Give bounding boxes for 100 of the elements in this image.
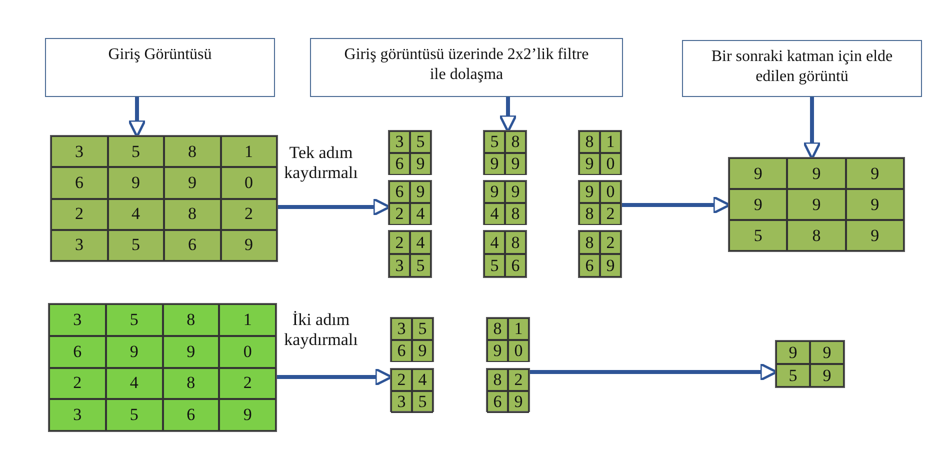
matrix-value: 9 (508, 391, 529, 413)
matrix-value: 1 (220, 136, 277, 168)
matrix-value: 3 (51, 230, 108, 261)
matrix-value: 0 (508, 340, 529, 362)
matrix-value: 8 (487, 318, 508, 340)
pixel-grid (728, 157, 905, 252)
matrix-value: 3 (391, 318, 412, 340)
matrix-value: 9 (787, 189, 846, 220)
matrix-value: 9 (484, 153, 505, 175)
matrix-value: 4 (106, 368, 162, 400)
caption-box: Bir sonraki katman için elde edilen görüntü (682, 40, 922, 97)
matrix-value: 5 (106, 304, 162, 336)
matrix-value: 8 (579, 131, 600, 153)
matrix-value: 0 (600, 181, 621, 203)
matrix-value: 8 (505, 131, 526, 153)
pixel-grid (578, 180, 622, 225)
matrix-value: 9 (846, 220, 904, 251)
matrix-value: 9 (484, 181, 505, 203)
matrix-value: 2 (600, 231, 621, 254)
matrix-value: 9 (410, 153, 431, 175)
matrix-value: 5 (729, 220, 788, 251)
pixel-grid (390, 317, 434, 362)
matrix-value: 8 (579, 231, 600, 254)
matrix-value: 3 (49, 399, 106, 431)
matrix-value: 0 (219, 336, 276, 368)
matrix-value: 6 (49, 336, 106, 368)
matrix-value: 1 (219, 304, 276, 336)
pixel-grid (486, 368, 530, 412)
matrix-value: 8 (162, 368, 220, 400)
matrix-value: 8 (505, 203, 526, 225)
matrix-value: 9 (412, 340, 433, 362)
matrix-value: 9 (106, 336, 162, 368)
pixel-grid (388, 230, 432, 278)
matrix-value: 9 (487, 340, 508, 362)
caption-box: Giriş Görüntüsü (45, 38, 275, 97)
matrix-value: 9 (219, 399, 276, 431)
matrix-value: 6 (389, 153, 410, 175)
matrix-value: 4 (484, 203, 505, 225)
matrix-value: 9 (846, 158, 904, 189)
matrix-value: 9 (846, 189, 904, 220)
matrix-value: 2 (600, 203, 621, 225)
pixel-grid (578, 230, 622, 278)
matrix-value: 8 (164, 136, 220, 168)
matrix-value: 4 (484, 231, 505, 254)
matrix-value: 2 (49, 368, 106, 400)
pixel-grid (48, 303, 277, 432)
matrix-value: 6 (505, 254, 526, 277)
matrix-value: 0 (600, 153, 621, 175)
matrix-value: 2 (51, 198, 108, 230)
matrix-value: 8 (164, 198, 220, 230)
matrix-value: 1 (600, 131, 621, 153)
matrix-value: 3 (49, 304, 106, 336)
matrix-value: 9 (810, 341, 844, 364)
matrix-value: 4 (108, 198, 164, 230)
matrix-value: 9 (729, 189, 788, 220)
matrix-value: 5 (410, 254, 431, 277)
matrix-value: 2 (508, 369, 529, 391)
matrix-value: 8 (162, 304, 220, 336)
arrow (128, 97, 146, 138)
matrix-value: 9 (579, 181, 600, 203)
pixel-grid (390, 368, 434, 412)
matrix-value: 8 (487, 369, 508, 391)
matrix-value: 2 (389, 203, 410, 225)
matrix-value: 5 (410, 131, 431, 153)
pixel-grid (388, 180, 432, 225)
pixel-grid (578, 130, 622, 175)
matrix-value: 9 (164, 167, 220, 198)
matrix-value: 4 (410, 231, 431, 254)
matrix-value: 3 (389, 131, 410, 153)
pixel-grid (483, 180, 527, 225)
matrix-value: 2 (389, 231, 410, 254)
matrix-value: 9 (776, 341, 810, 364)
caption-box: Giriş görüntüsü üzerinde 2x2’lik filtre ile dolaşma (310, 38, 623, 97)
matrix-value: 2 (219, 368, 276, 400)
matrix-value: 8 (787, 220, 846, 251)
pixel-grid (483, 130, 527, 175)
matrix-value: 4 (412, 369, 433, 391)
matrix-value: 4 (410, 203, 431, 225)
matrix-value: 5 (484, 254, 505, 277)
matrix-value: 6 (579, 254, 600, 277)
matrix-value: 6 (389, 181, 410, 203)
matrix-value: 8 (505, 231, 526, 254)
arrow (498, 97, 518, 133)
matrix-value: 0 (220, 167, 277, 198)
pixel-grid (50, 135, 278, 262)
matrix-value: 9 (410, 181, 431, 203)
matrix-value: 9 (505, 181, 526, 203)
matrix-value: 9 (505, 153, 526, 175)
edge-label: Tek adım kaydırmalı (282, 143, 360, 183)
pixel-grid (483, 230, 527, 278)
edge-label: İki adım kaydırmalı (282, 310, 360, 350)
matrix-value: 5 (412, 318, 433, 340)
matrix-value: 5 (776, 364, 810, 387)
matrix-value: 5 (412, 391, 433, 413)
matrix-value: 6 (164, 230, 220, 261)
matrix-value: 5 (484, 131, 505, 153)
pixel-grid (388, 130, 432, 175)
matrix-value: 9 (162, 336, 220, 368)
pixel-grid (775, 340, 845, 388)
matrix-value: 9 (600, 254, 621, 277)
